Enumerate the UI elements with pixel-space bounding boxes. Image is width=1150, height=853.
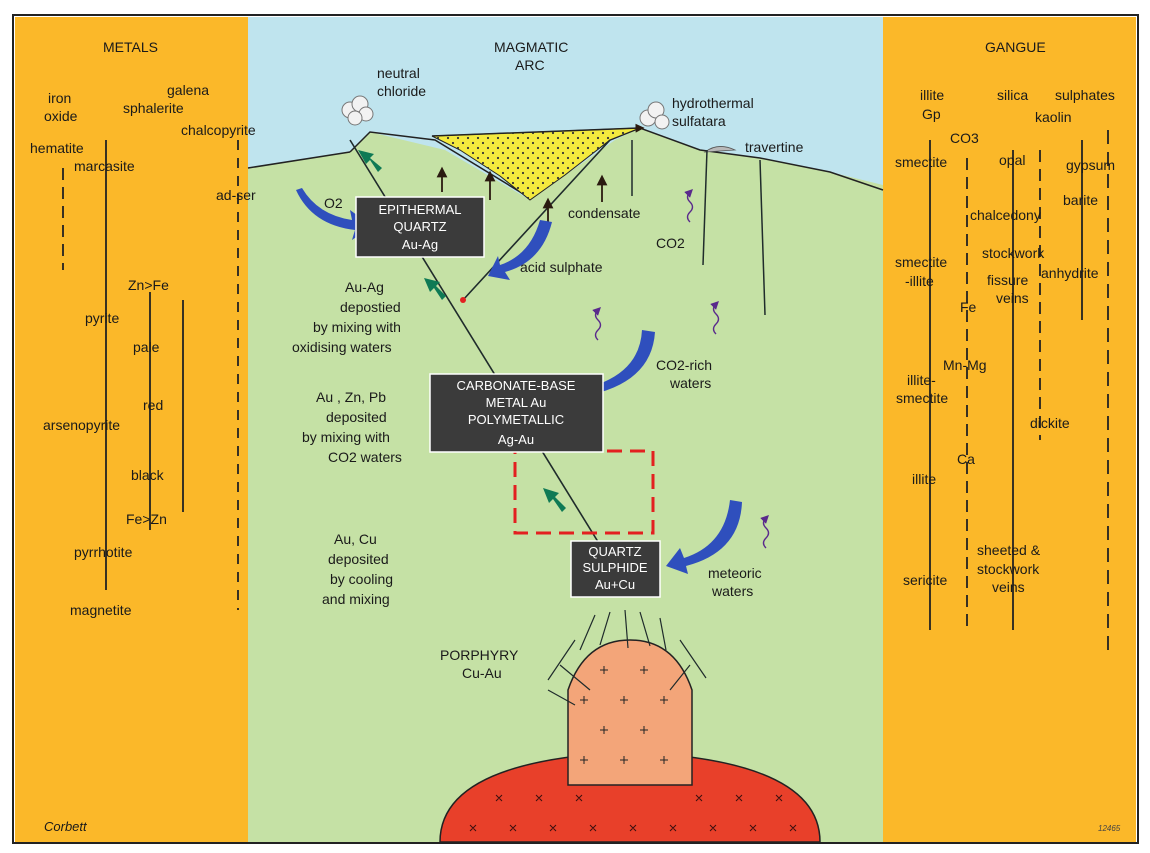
gangue-title: GANGUE: [985, 39, 1046, 55]
metal-sphalerite: sphalerite: [123, 100, 184, 116]
gangue-sheeted-3: veins: [992, 579, 1025, 595]
metal-pyrite: pyrite: [85, 310, 119, 326]
carbonate-box-line: METAL Au: [486, 395, 547, 410]
gangue-co3: CO3: [950, 130, 979, 146]
note-auag-line: Au-Ag: [345, 279, 384, 295]
gangue-sericite: sericite: [903, 572, 948, 588]
metal-pyrrhotite: pyrrhotite: [74, 544, 133, 560]
figure-code: 12465: [1098, 824, 1121, 833]
co2-rich-label-1: CO2-rich: [656, 357, 712, 373]
gangue-stockwork: stockwork: [982, 245, 1045, 261]
note-aucu-line: by cooling: [330, 571, 393, 587]
o2-label: O2: [324, 195, 343, 211]
gangue-fe: Fe: [960, 299, 977, 315]
arc-title-1: MAGMATIC: [494, 39, 568, 55]
gangue-mn-mg: Mn-Mg: [943, 357, 987, 373]
gangue-anhydrite: anhydrite: [1041, 265, 1099, 281]
metal-fe-zn: Fe>Zn: [126, 511, 167, 527]
quartz-sulphide-box-line: QUARTZ: [588, 544, 641, 559]
note-auznpb-line: CO2 waters: [328, 449, 402, 465]
acid-sulphate-label: acid sulphate: [520, 259, 603, 275]
gangue-illite-2: illite: [912, 471, 936, 487]
credit-label: Corbett: [44, 819, 88, 834]
quartz-sulphide-box: QUARTZ SULPHIDE Au+Cu: [571, 541, 660, 597]
neutral-label-1: neutral: [377, 65, 420, 81]
gangue-silica: silica: [997, 87, 1028, 103]
epithermal-box-line: Au-Ag: [402, 237, 438, 252]
gangue-barite: barite: [1063, 192, 1098, 208]
note-auag-line: by mixing with: [313, 319, 401, 335]
boiling-point-marker: [460, 297, 466, 303]
hydrothermal-label-1: hydrothermal: [672, 95, 754, 111]
meteoric-label-2: waters: [711, 583, 753, 599]
metal-oxide: oxide: [44, 108, 78, 124]
gangue-sheeted-2: stockwork: [977, 561, 1040, 577]
metals-title: METALS: [103, 39, 158, 55]
gangue-smectite-illite-1: smectite: [895, 254, 947, 270]
condensate-label: condensate: [568, 205, 641, 221]
note-aucu-line: Au, Cu: [334, 531, 377, 547]
porphyry-label-2: Cu-Au: [462, 665, 502, 681]
gangue-veins: veins: [996, 290, 1029, 306]
metal-chalcopyrite: chalcopyrite: [181, 122, 256, 138]
gangue-opal: opal: [999, 152, 1025, 168]
travertine-label: travertine: [745, 139, 804, 155]
gangue-gypsum: gypsum: [1066, 157, 1115, 173]
gangue-kaolin: kaolin: [1035, 109, 1072, 125]
note-auznpb-line: Au , Zn, Pb: [316, 389, 386, 405]
meteoric-label-1: meteoric: [708, 565, 762, 581]
note-auznpb-line: by mixing with: [302, 429, 390, 445]
carbonate-box-line: POLYMETALLIC: [468, 412, 564, 427]
porphyry-label-1: PORPHYRY: [440, 647, 519, 663]
gangue-gp: Gp: [922, 106, 941, 122]
gangue-illite-smectite-2: smectite: [896, 390, 948, 406]
carbonate-box-line: CARBONATE-BASE: [457, 378, 576, 393]
gangue-panel: [883, 17, 1136, 842]
gangue-sulphates: sulphates: [1055, 87, 1115, 103]
neutral-label-2: chloride: [377, 83, 426, 99]
note-aucu-line: deposited: [328, 551, 389, 567]
gangue-ca: Ca: [957, 451, 975, 467]
gangue-dickite: dickite: [1030, 415, 1070, 431]
epithermal-box-line: QUARTZ: [393, 219, 446, 234]
quartz-sulphide-box-line: SULPHIDE: [582, 560, 647, 575]
metal-hematite: hematite: [30, 140, 84, 156]
metal-black: black: [131, 467, 165, 483]
metal-pale: pale: [133, 339, 160, 355]
co2-rich-label-2: waters: [669, 375, 711, 391]
metal-zn-fe: Zn>Fe: [128, 277, 169, 293]
gangue-smectite: smectite: [895, 154, 947, 170]
metal-marcasite: marcasite: [74, 158, 135, 174]
metal-galena: galena: [167, 82, 209, 98]
carbonate-box-line: Ag-Au: [498, 432, 534, 447]
carbonate-box: CARBONATE-BASE METAL Au POLYMETALLIC Ag-…: [430, 374, 603, 452]
gangue-sheeted-1: sheeted &: [977, 542, 1041, 558]
arc-title-2: ARC: [515, 57, 545, 73]
metal-magnetite: magnetite: [70, 602, 132, 618]
metal-iron: iron: [48, 90, 71, 106]
hydrothermal-label-2: sulfatara: [672, 113, 726, 129]
note-auag-line: oxidising waters: [292, 339, 392, 355]
co2-label: CO2: [656, 235, 685, 251]
metal-red: red: [143, 397, 163, 413]
metal-arsenopyrite: arsenopyrite: [43, 417, 120, 433]
epithermal-box-line: EPITHERMAL: [378, 202, 461, 217]
metal-ad-ser: ad-ser: [216, 187, 256, 203]
epithermal-box: EPITHERMAL QUARTZ Au-Ag: [356, 197, 484, 257]
gangue-illite: illite: [920, 87, 944, 103]
quartz-sulphide-box-line: Au+Cu: [595, 577, 635, 592]
ground-area: [248, 128, 883, 842]
note-auag-line: depostied: [340, 299, 401, 315]
gangue-chalcedony: chalcedony: [970, 207, 1041, 223]
gangue-smectite-illite-2: -illite: [905, 273, 934, 289]
note-auznpb-line: deposited: [326, 409, 387, 425]
note-aucu-line: and mixing: [322, 591, 390, 607]
gangue-illite-smectite-1: illite-: [907, 372, 936, 388]
gangue-fissure: fissure: [987, 272, 1028, 288]
